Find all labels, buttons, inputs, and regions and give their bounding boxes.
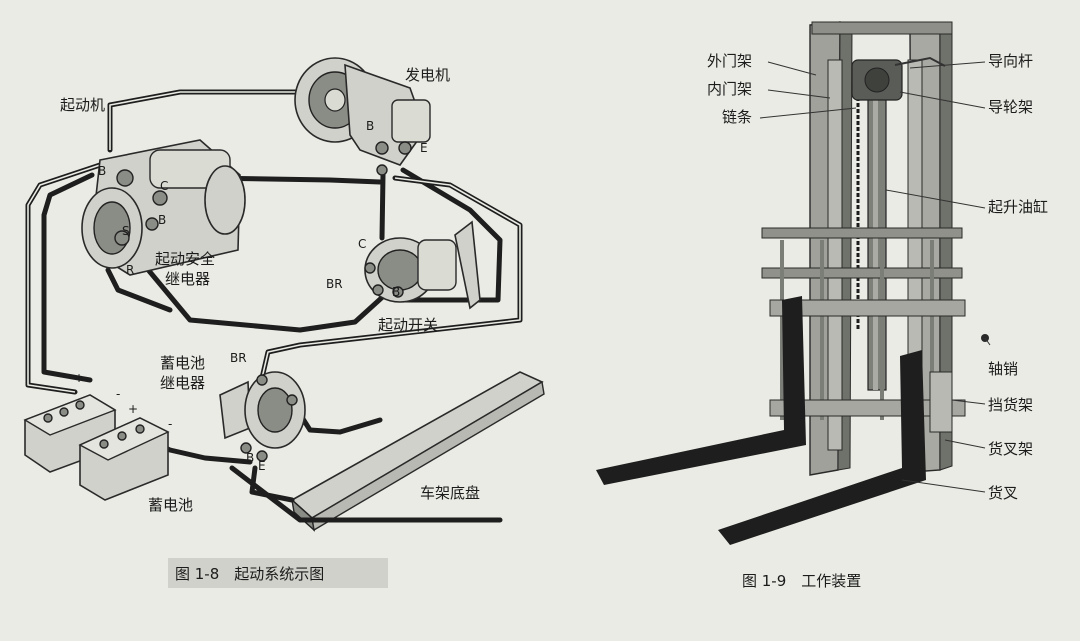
guide-rod-label: 导向杆 — [988, 52, 1033, 70]
starter-terminal-c: C — [160, 179, 168, 193]
lift-cylinder-label: 起升油缸 — [988, 198, 1048, 216]
safety-relay-label-line2: 继电器 — [165, 270, 210, 288]
ignition-switch-label: 起动开关 — [378, 316, 438, 334]
relay-terminal-e: E — [258, 459, 266, 473]
battery-relay — [219, 371, 306, 462]
starter-terminal-b-top: B — [98, 164, 106, 178]
battery-plus-2: + — [128, 402, 138, 416]
starter-label: 起动机 — [60, 96, 105, 114]
relay-terminal-br: BR — [230, 351, 247, 365]
chassis-frame-rail — [290, 371, 545, 532]
battery-minus-1: - — [116, 387, 120, 401]
switch-terminal-br: BR — [326, 277, 343, 291]
left-caption-band — [168, 558, 388, 588]
ignition-switch — [364, 220, 481, 310]
chain-and-guide-wheel — [851, 56, 946, 330]
battery-relay-label-line1: 蓄电池 — [160, 354, 205, 372]
leader-lines — [759, 61, 991, 493]
switch-terminal-b: B — [392, 285, 400, 299]
starting-system-diagram: 起动机 发电机 起动安全 继电器 起动开关 蓄电池 继电器 蓄电池 车架底盘 B… — [23, 57, 545, 588]
battery-pack — [23, 394, 170, 501]
relay-terminal-b: B — [246, 451, 254, 465]
starter-terminal-s: S — [122, 224, 130, 238]
fork-carriage-label: 货叉架 — [988, 440, 1033, 458]
pin-label: 轴销 — [988, 360, 1018, 378]
battery-plus-1: + — [74, 371, 84, 385]
battery-label: 蓄电池 — [148, 496, 193, 514]
starter-terminal-r: R — [126, 263, 134, 277]
right-figure-caption: 图 1-9 工作装置 — [742, 572, 861, 590]
forks — [596, 296, 926, 545]
load-backrest-label: 挡货架 — [988, 396, 1033, 414]
starter-terminal-b-low: B — [158, 213, 166, 227]
left-figure-caption: 图 1-8 起动系统示图 — [175, 565, 324, 583]
generator — [294, 57, 431, 176]
chassis-label: 车架底盘 — [420, 484, 480, 502]
generator-terminal-e: E — [420, 141, 428, 155]
work-device-diagram: 外门架 内门架 链条 导向杆 导轮架 起升油缸 轴销 挡货架 货叉架 货叉 图 … — [596, 21, 1048, 590]
generator-terminal-b: B — [366, 119, 374, 133]
guide-wheel-frame-label: 导轮架 — [988, 98, 1033, 116]
outer-mast-label: 外门架 — [707, 52, 752, 70]
starter-motor — [81, 139, 246, 276]
switch-terminal-c: C — [358, 237, 366, 251]
battery-relay-label-line2: 继电器 — [160, 374, 205, 392]
generator-label: 发电机 — [405, 66, 450, 84]
chain-label: 链条 — [722, 108, 752, 126]
fork-label: 货叉 — [988, 484, 1018, 502]
battery-minus-2: - — [168, 417, 172, 431]
safety-relay-label-line1: 起动安全 — [155, 250, 215, 268]
inner-mast-label: 内门架 — [707, 80, 752, 98]
